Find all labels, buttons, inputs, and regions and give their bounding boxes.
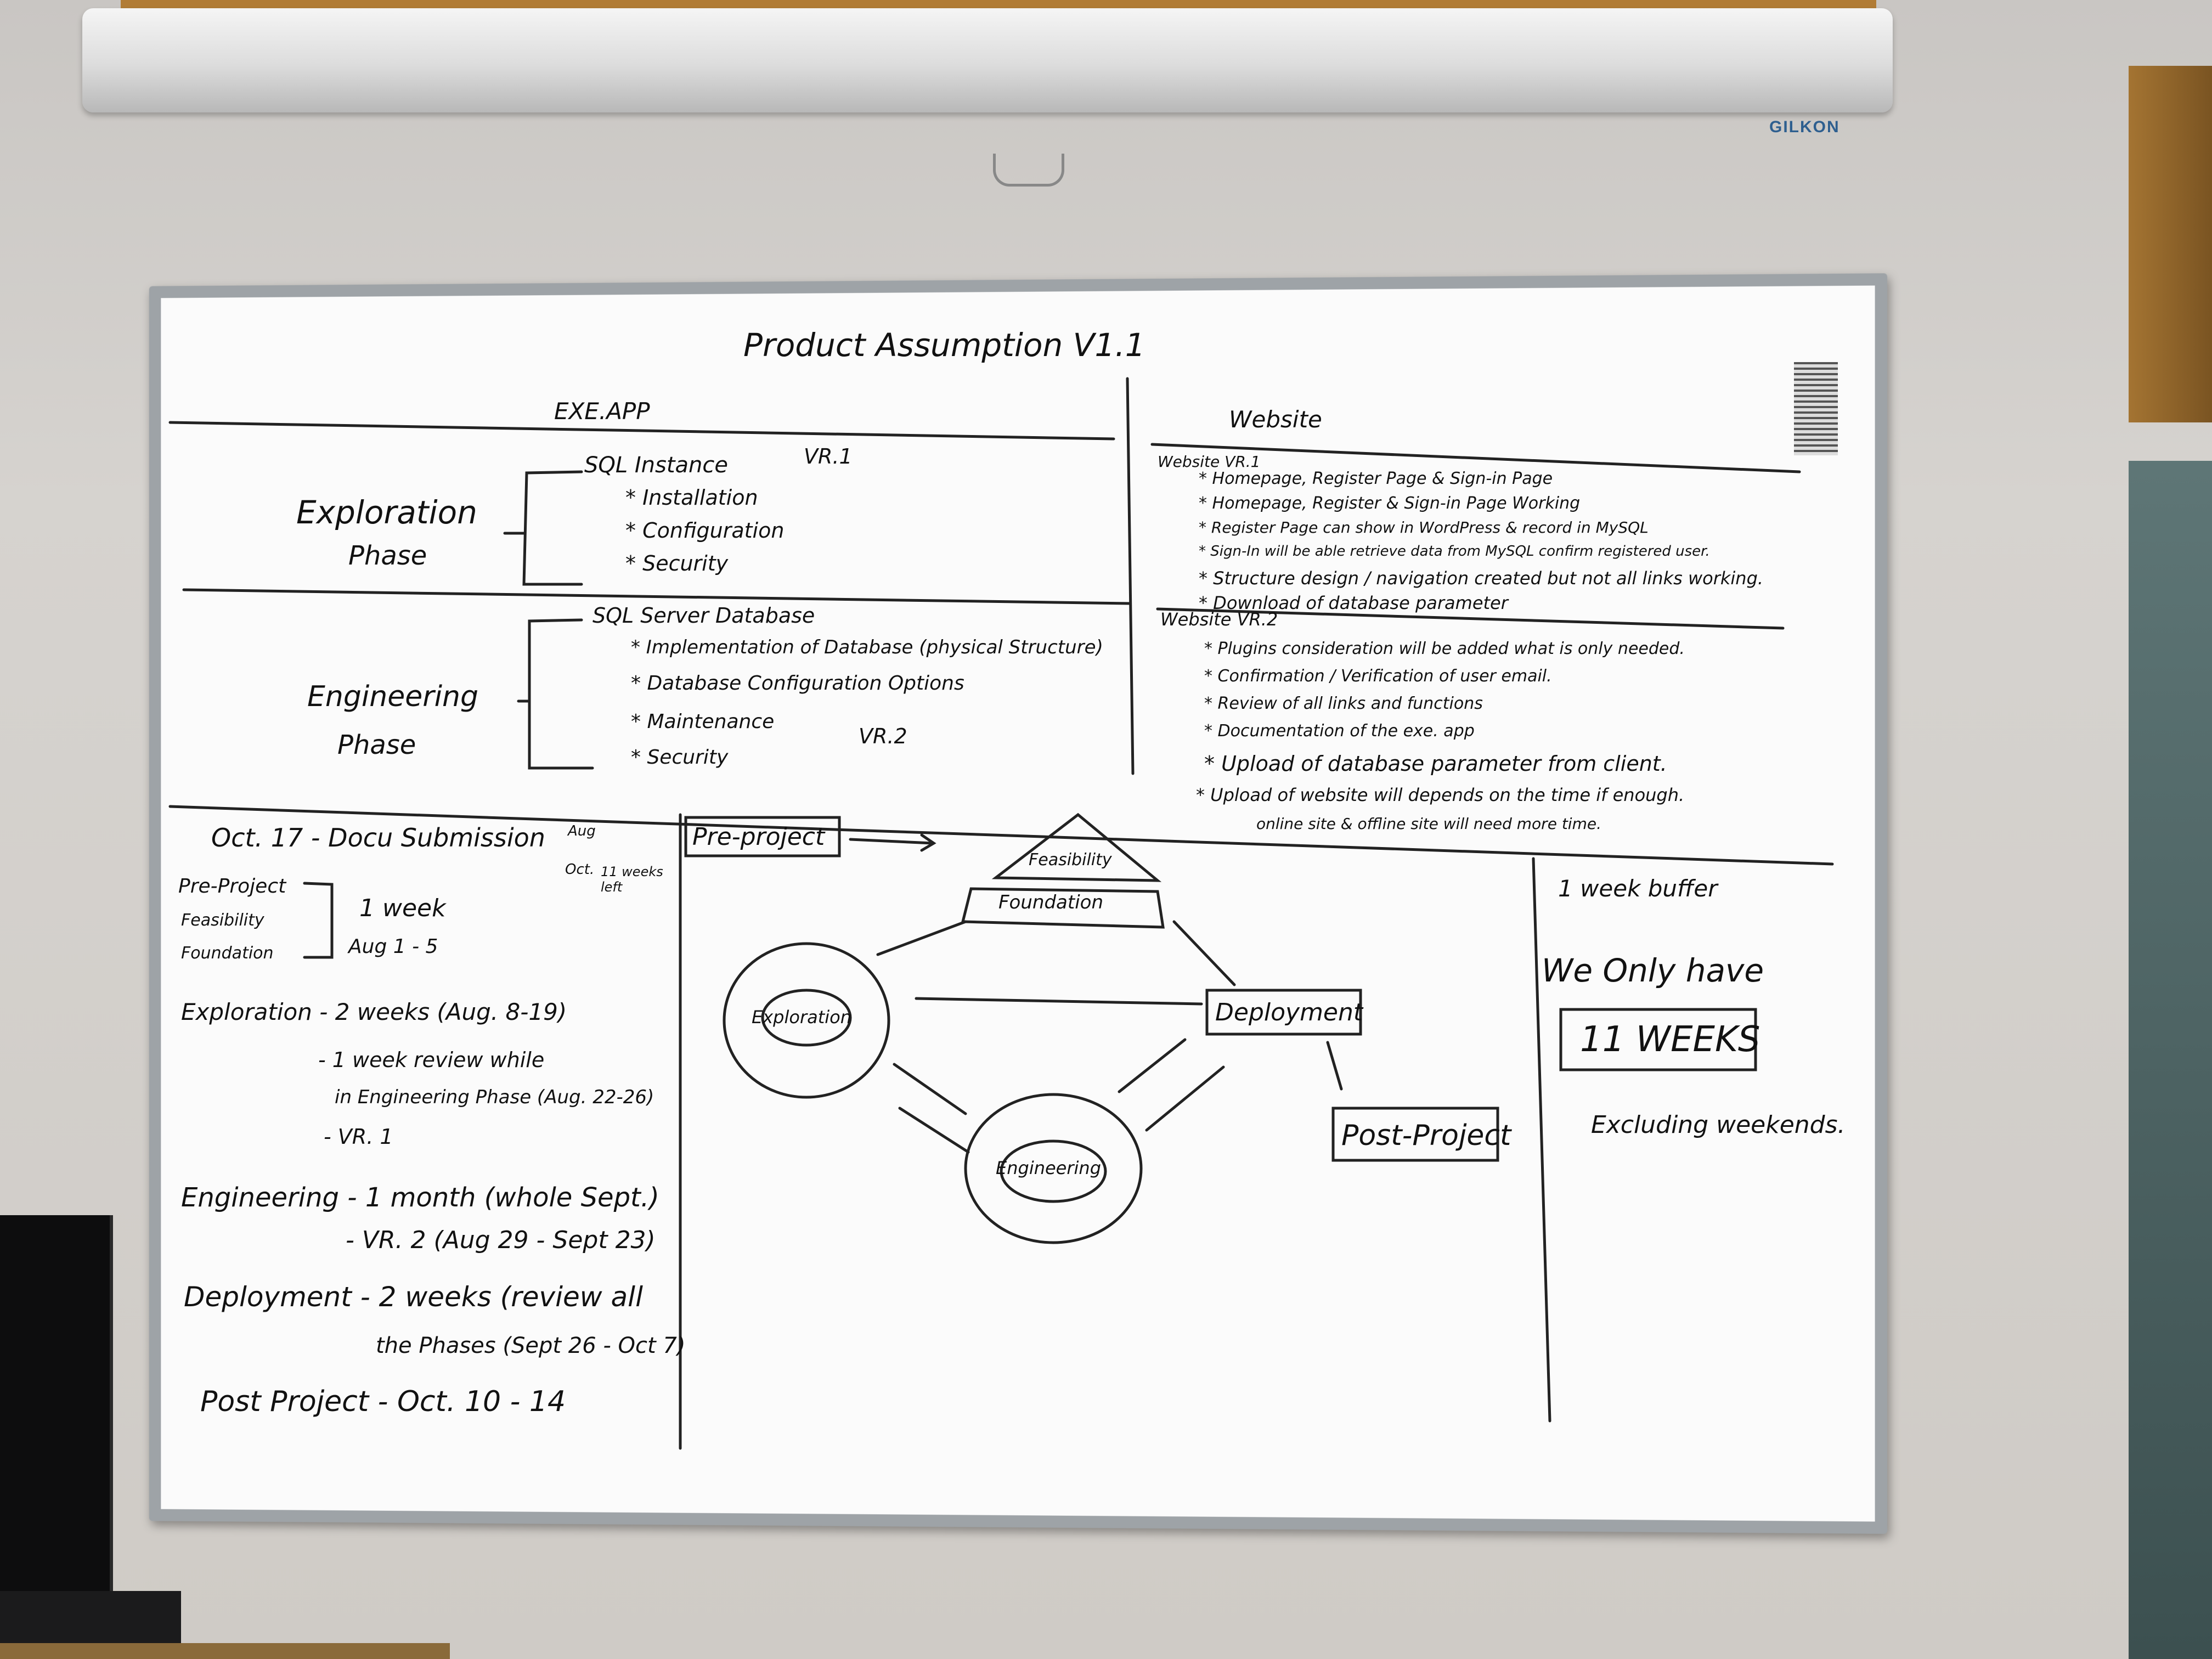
diagram-post-project: Post-Project — [1341, 1119, 1511, 1152]
list-item: * Configuration — [625, 518, 784, 543]
diagram-foundation: Foundation — [998, 891, 1103, 913]
schedule-line: Engineering - 1 month (whole Sept.) — [181, 1182, 659, 1213]
exe-app-header: EXE.APP — [554, 398, 650, 425]
list-item: * Homepage, Register & Sign-in Page Work… — [1199, 494, 1580, 513]
engineering-phase-label-2: Phase — [337, 730, 416, 760]
column-divider-top — [1127, 379, 1133, 774]
engineering-version: VR.2 — [859, 724, 907, 748]
website-vr2-title: Website VR.2 — [1160, 609, 1278, 630]
list-item: * Homepage, Register Page & Sign-in Page — [1199, 469, 1553, 488]
timeline-note: Aug — [568, 823, 596, 839]
we-only-have-note: We Only have — [1542, 952, 1764, 989]
list-item: * Register Page can show in WordPress & … — [1199, 518, 1649, 537]
pre-project-line: Pre-Project — [178, 875, 286, 898]
schedule-line: Exploration - 2 weeks (Aug. 8-19) — [181, 998, 567, 1025]
exploration-bracket — [524, 472, 582, 584]
header-rule-left — [170, 422, 1114, 439]
exploration-phase-label: Exploration — [296, 494, 477, 531]
bottom-divider-right — [1533, 859, 1550, 1421]
engineering-phase-label: Engineering — [307, 680, 478, 713]
list-item: * Upload of website will depends on the … — [1196, 785, 1684, 805]
exploration-phase-label-2: Phase — [348, 540, 427, 571]
list-item: * Structure design / navigation created … — [1199, 568, 1763, 589]
schedule-line: - VR. 2 (Aug 29 - Sept 23) — [346, 1226, 656, 1254]
schedule-line: Deployment - 2 weeks (review all — [184, 1281, 643, 1313]
schedule-line: - VR. 1 — [324, 1125, 393, 1149]
diagram-feasibility: Feasibility — [1029, 850, 1112, 870]
pre-project-duration: 1 week — [359, 894, 446, 922]
list-item: * Documentation of the exe. app — [1204, 721, 1475, 741]
website-header: Website — [1229, 406, 1322, 433]
diagram-exploration: Exploration — [752, 1007, 851, 1028]
feasibility-pyramid — [996, 815, 1158, 881]
website-vr1-title: Website VR.1 — [1158, 453, 1260, 471]
schedule-line: Post Project - Oct. 10 - 14 — [200, 1385, 566, 1418]
engineering-bracket — [529, 620, 592, 768]
buffer-note: 1 week buffer — [1558, 875, 1717, 902]
schedule-line: in Engineering Phase (Aug. 22-26) — [335, 1086, 654, 1108]
pre-project-bracket — [304, 883, 332, 957]
timeline-note: 11 weeks left — [601, 864, 667, 895]
list-item: * Implementation of Database (physical S… — [631, 636, 1103, 658]
list-item: * Sign-In will be able retrieve data fro… — [1199, 543, 1710, 560]
phase-separator-left — [184, 590, 1130, 603]
list-item: * Upload of database parameter from clie… — [1204, 752, 1667, 776]
pre-project-dates: Aug 1 - 5 — [348, 935, 438, 958]
foundation-line: Foundation — [181, 944, 274, 963]
list-item: * Security — [625, 551, 728, 575]
list-item: * Review of all links and functions — [1204, 694, 1483, 713]
deadline-text: Oct. 17 - Docu Submission — [211, 823, 545, 853]
exploration-version: VR.1 — [804, 444, 853, 469]
timeline-note: Oct. — [565, 861, 594, 878]
schedule-line: - 1 week review while — [318, 1048, 544, 1072]
diagram-pre-project: Pre-project — [692, 823, 825, 851]
board-title: Product Assumption V1.1 — [743, 326, 1146, 364]
list-item: * Database Configuration Options — [631, 672, 964, 695]
schedule-line: the Phases (Sept 26 - Oct 7) — [376, 1333, 685, 1358]
diagram-deployment: Deployment — [1215, 998, 1363, 1026]
diagram-engineering: Engineering — [996, 1158, 1101, 1178]
exploration-group-title: SQL Instance — [584, 453, 728, 478]
list-item: * Security — [631, 746, 728, 769]
list-item: * Maintenance — [631, 710, 774, 733]
feasibility-line: Feasibility — [181, 911, 264, 930]
list-item: * Plugins consideration will be added wh… — [1204, 639, 1685, 658]
excluding-weekends-note: Excluding weekends. — [1591, 1111, 1846, 1139]
list-item: online site & offline site will need mor… — [1256, 815, 1601, 833]
list-item: * Installation — [625, 486, 758, 510]
list-item: * Confirmation / Verification of user em… — [1204, 667, 1552, 686]
engineering-group-title: SQL Server Database — [592, 603, 815, 628]
weeks-count: 11 WEEKS — [1580, 1019, 1760, 1060]
